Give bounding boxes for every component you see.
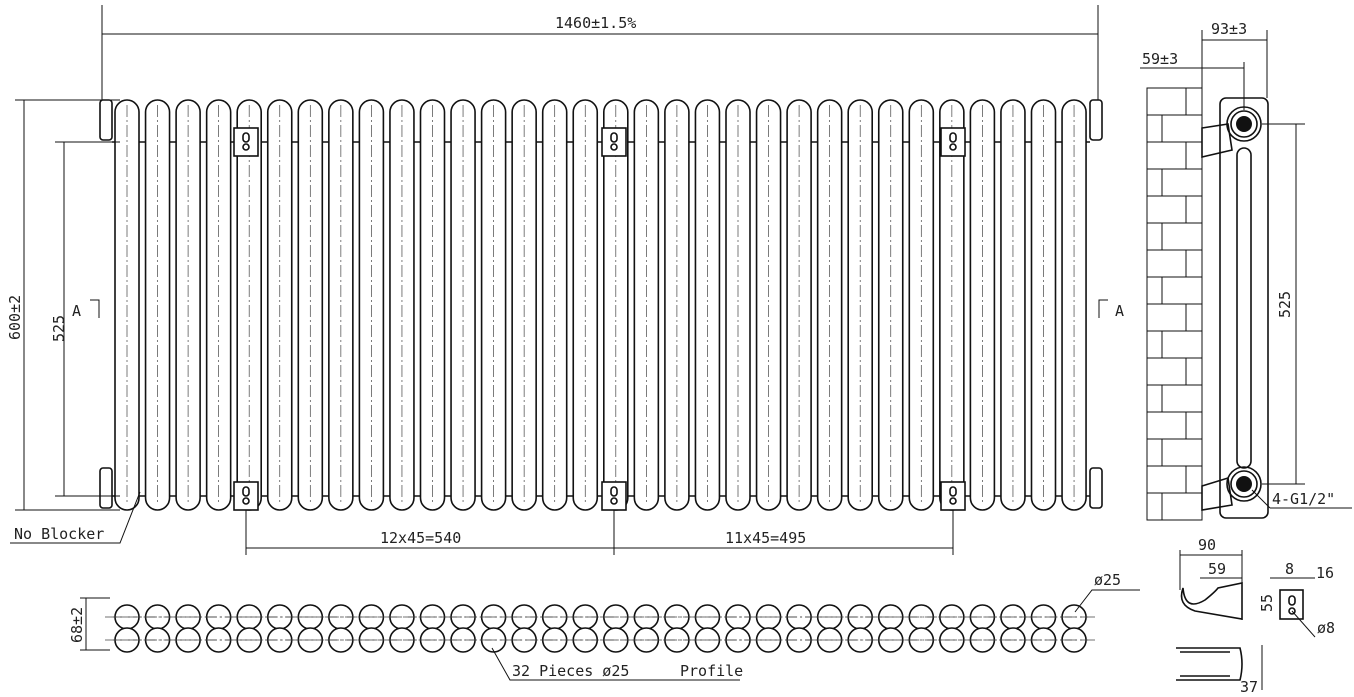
bracket-offset-dim: 59 (1208, 560, 1226, 578)
centres-dim: 525 (50, 315, 68, 342)
depth-top-view-dim: 68±2 (68, 607, 86, 643)
bracket-depth-dim: 37 (1240, 678, 1258, 696)
profile-label: Profile (680, 662, 743, 680)
pieces-label: 32 Pieces ø25 (512, 662, 629, 680)
bracket-plan (1176, 647, 1243, 681)
bracket-span-left-dim: 12x45=540 (380, 529, 461, 547)
overall-depth-dim: 93±3 (1211, 20, 1247, 38)
section-marker-left: A (72, 302, 81, 320)
front-elevation (99, 99, 1103, 511)
bracket-width-dim: 90 (1198, 536, 1216, 554)
end-plug (99, 99, 113, 141)
connections-label: 4-G1/2" (1272, 490, 1335, 508)
radiator-side-profile (1219, 97, 1269, 519)
hole-dia-dim: ø8 (1317, 619, 1335, 637)
end-plug (1089, 99, 1103, 141)
bracket-span-right-dim: 11x45=495 (725, 529, 806, 547)
bracket-hook (1180, 582, 1243, 620)
front-dimensions: 1460±1.5% 600±2 525 A A 12x45=540 11x45=… (6, 5, 1140, 681)
bottom-bracket (1201, 476, 1233, 511)
overall-length-dim: 1460±1.5% (555, 14, 636, 32)
top-bracket (1201, 123, 1233, 159)
top-view (105, 604, 1095, 653)
top-connection-icon (1236, 116, 1252, 132)
tube-diameter-dim: ø25 (1094, 571, 1121, 589)
bottom-connection-icon (1236, 476, 1252, 492)
end-plug (1089, 467, 1103, 509)
end-plug (99, 467, 113, 509)
plate-dim: 16 (1316, 564, 1334, 582)
side-centres-dim: 525 (1276, 291, 1294, 318)
wall-bracket (233, 127, 259, 157)
hole-spacing-dim: 8 (1285, 560, 1294, 578)
height-dim: 600±2 (6, 295, 24, 340)
side-elevation: 93±3 59±3 525 4-G1/2" (1140, 20, 1352, 521)
section-marker-right: A (1115, 302, 1124, 320)
side-tube-slot (1236, 147, 1252, 469)
bracket-detail: 90 59 8 16 55 ø8 37 (1176, 536, 1335, 696)
bracket-plate (1279, 589, 1304, 620)
bracket-height-dim: 55 (1258, 594, 1276, 612)
no-blocker-label: No Blocker (14, 525, 104, 543)
wall-to-centre-dim: 59±3 (1142, 50, 1178, 68)
